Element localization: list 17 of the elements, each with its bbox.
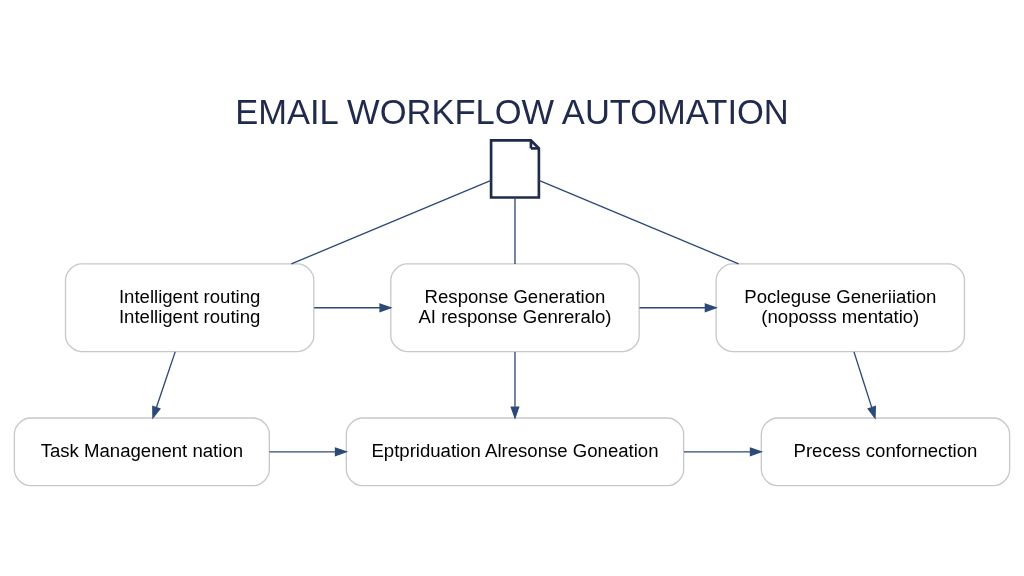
arrow [268, 446, 349, 456]
node-box: Task Managenent nation [13, 416, 270, 486]
node-box: Response Generation AI response Genreralo) [390, 262, 640, 352]
node-box: Eptpriduation Alresonse Goneation [345, 416, 685, 486]
node-box: Intelligent routing Intelligent routing [64, 262, 315, 352]
arrow [683, 446, 764, 456]
arrow [510, 350, 520, 420]
arrow [853, 350, 876, 420]
arrow [313, 302, 393, 312]
connector [514, 196, 516, 265]
connector [290, 179, 492, 265]
arrow [152, 350, 176, 420]
node-box: Precess confornection [760, 416, 1011, 486]
diagram-title: EMAIL WORKFLOW AUTOMATION [235, 92, 789, 131]
connector [538, 179, 740, 265]
node-box: Pocleguse Generiiation (noposss mentatio) [715, 262, 966, 352]
arrow [638, 302, 718, 312]
